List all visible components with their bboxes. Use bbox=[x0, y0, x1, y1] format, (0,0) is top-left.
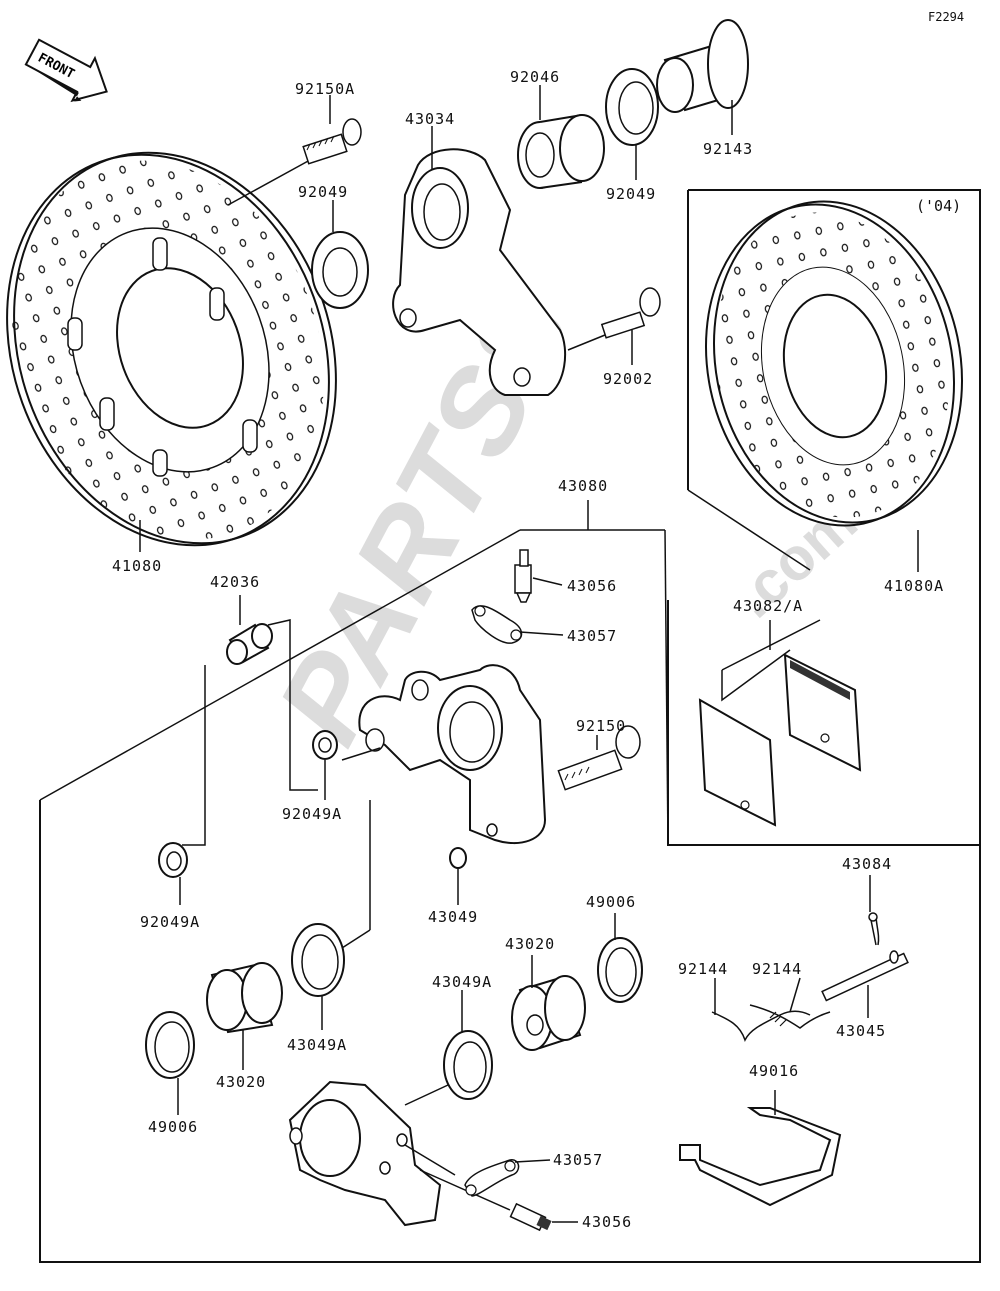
caliper-body-lower bbox=[288, 1080, 511, 1227]
brake-pads-43082A bbox=[698, 619, 862, 827]
label-43020-right: 43020 bbox=[505, 935, 556, 953]
clip-43084 bbox=[868, 875, 880, 946]
label-43045: 43045 bbox=[836, 1022, 887, 1040]
piston-43020-right bbox=[511, 955, 586, 1051]
sleeve-42036 bbox=[182, 595, 318, 846]
label-49006-left: 49006 bbox=[148, 1118, 199, 1136]
label-92144-a: 92144 bbox=[678, 960, 729, 978]
label-92002: 92002 bbox=[603, 370, 654, 388]
label-49016: 49016 bbox=[749, 1062, 800, 1080]
caliper-assembly-box bbox=[39, 800, 981, 1263]
seal-49006-right bbox=[597, 913, 643, 1003]
label-43049A-left: 43049A bbox=[287, 1036, 348, 1054]
washer-92049A-left bbox=[158, 842, 188, 905]
bleeder-43056-bottom bbox=[509, 1202, 578, 1232]
bearing-92046 bbox=[517, 85, 605, 189]
springs-92144 bbox=[711, 977, 831, 1042]
label-92049-right: 92049 bbox=[606, 185, 657, 203]
label-92150: 92150 bbox=[576, 717, 627, 735]
label-43020-left: 43020 bbox=[216, 1073, 267, 1091]
label-92049A-left: 92049A bbox=[140, 913, 201, 931]
figure-id: F2294 bbox=[928, 10, 965, 24]
label-43080: 43080 bbox=[558, 477, 609, 495]
label-42036: 42036 bbox=[210, 573, 261, 591]
seal-92049-right bbox=[605, 68, 659, 180]
piston-43020-left bbox=[206, 962, 283, 1070]
label-92150A: 92150A bbox=[295, 80, 356, 98]
washer-92049A-mid bbox=[312, 730, 338, 800]
brake-disc-41080A bbox=[705, 200, 963, 572]
pin-43045 bbox=[821, 950, 909, 1018]
washer-92049-top bbox=[311, 200, 369, 309]
label-43049: 43049 bbox=[428, 908, 479, 926]
label-43034: 43034 bbox=[405, 110, 456, 128]
seal-43049A-mid bbox=[404, 990, 493, 1106]
label-43084: 43084 bbox=[842, 855, 893, 873]
label-92143: 92143 bbox=[703, 140, 754, 158]
label-92049A-mid: 92049A bbox=[282, 805, 343, 823]
label-43057-bottom: 43057 bbox=[553, 1151, 604, 1169]
cap-43057-bottom bbox=[464, 1159, 551, 1197]
label-41080: 41080 bbox=[112, 557, 163, 575]
oring-43049 bbox=[449, 847, 467, 905]
label-92049-top: 92049 bbox=[298, 183, 349, 201]
label-92144-b: 92144 bbox=[752, 960, 803, 978]
label-43057-top: 43057 bbox=[567, 627, 618, 645]
variant-label: ('04) bbox=[916, 197, 962, 215]
seal-49006-left bbox=[145, 1011, 195, 1115]
seal-43049A-left bbox=[291, 923, 345, 1030]
label-49006-right: 49006 bbox=[586, 893, 637, 911]
label-41080A: 41080A bbox=[884, 577, 945, 595]
pad-spring-49016 bbox=[679, 1090, 842, 1207]
label-43056-bottom: 43056 bbox=[582, 1213, 633, 1231]
label-43056-top: 43056 bbox=[567, 577, 618, 595]
bolt-92002 bbox=[567, 287, 661, 365]
bolt-92150 bbox=[557, 725, 641, 791]
brake-disc-41080 bbox=[6, 151, 337, 547]
bleeder-43056-top bbox=[514, 549, 563, 603]
label-92046: 92046 bbox=[510, 68, 561, 86]
label-43049A-mid: 43049A bbox=[432, 973, 493, 991]
caliper-body-upper bbox=[341, 664, 547, 949]
label-43082A: 43082/A bbox=[733, 597, 804, 615]
collar-92143 bbox=[656, 19, 749, 135]
cap-43057-top bbox=[471, 605, 564, 644]
bolt-92150A bbox=[227, 95, 362, 206]
caliper-bracket-43034 bbox=[392, 126, 567, 396]
front-arrow-icon: FRONT bbox=[24, 38, 108, 103]
